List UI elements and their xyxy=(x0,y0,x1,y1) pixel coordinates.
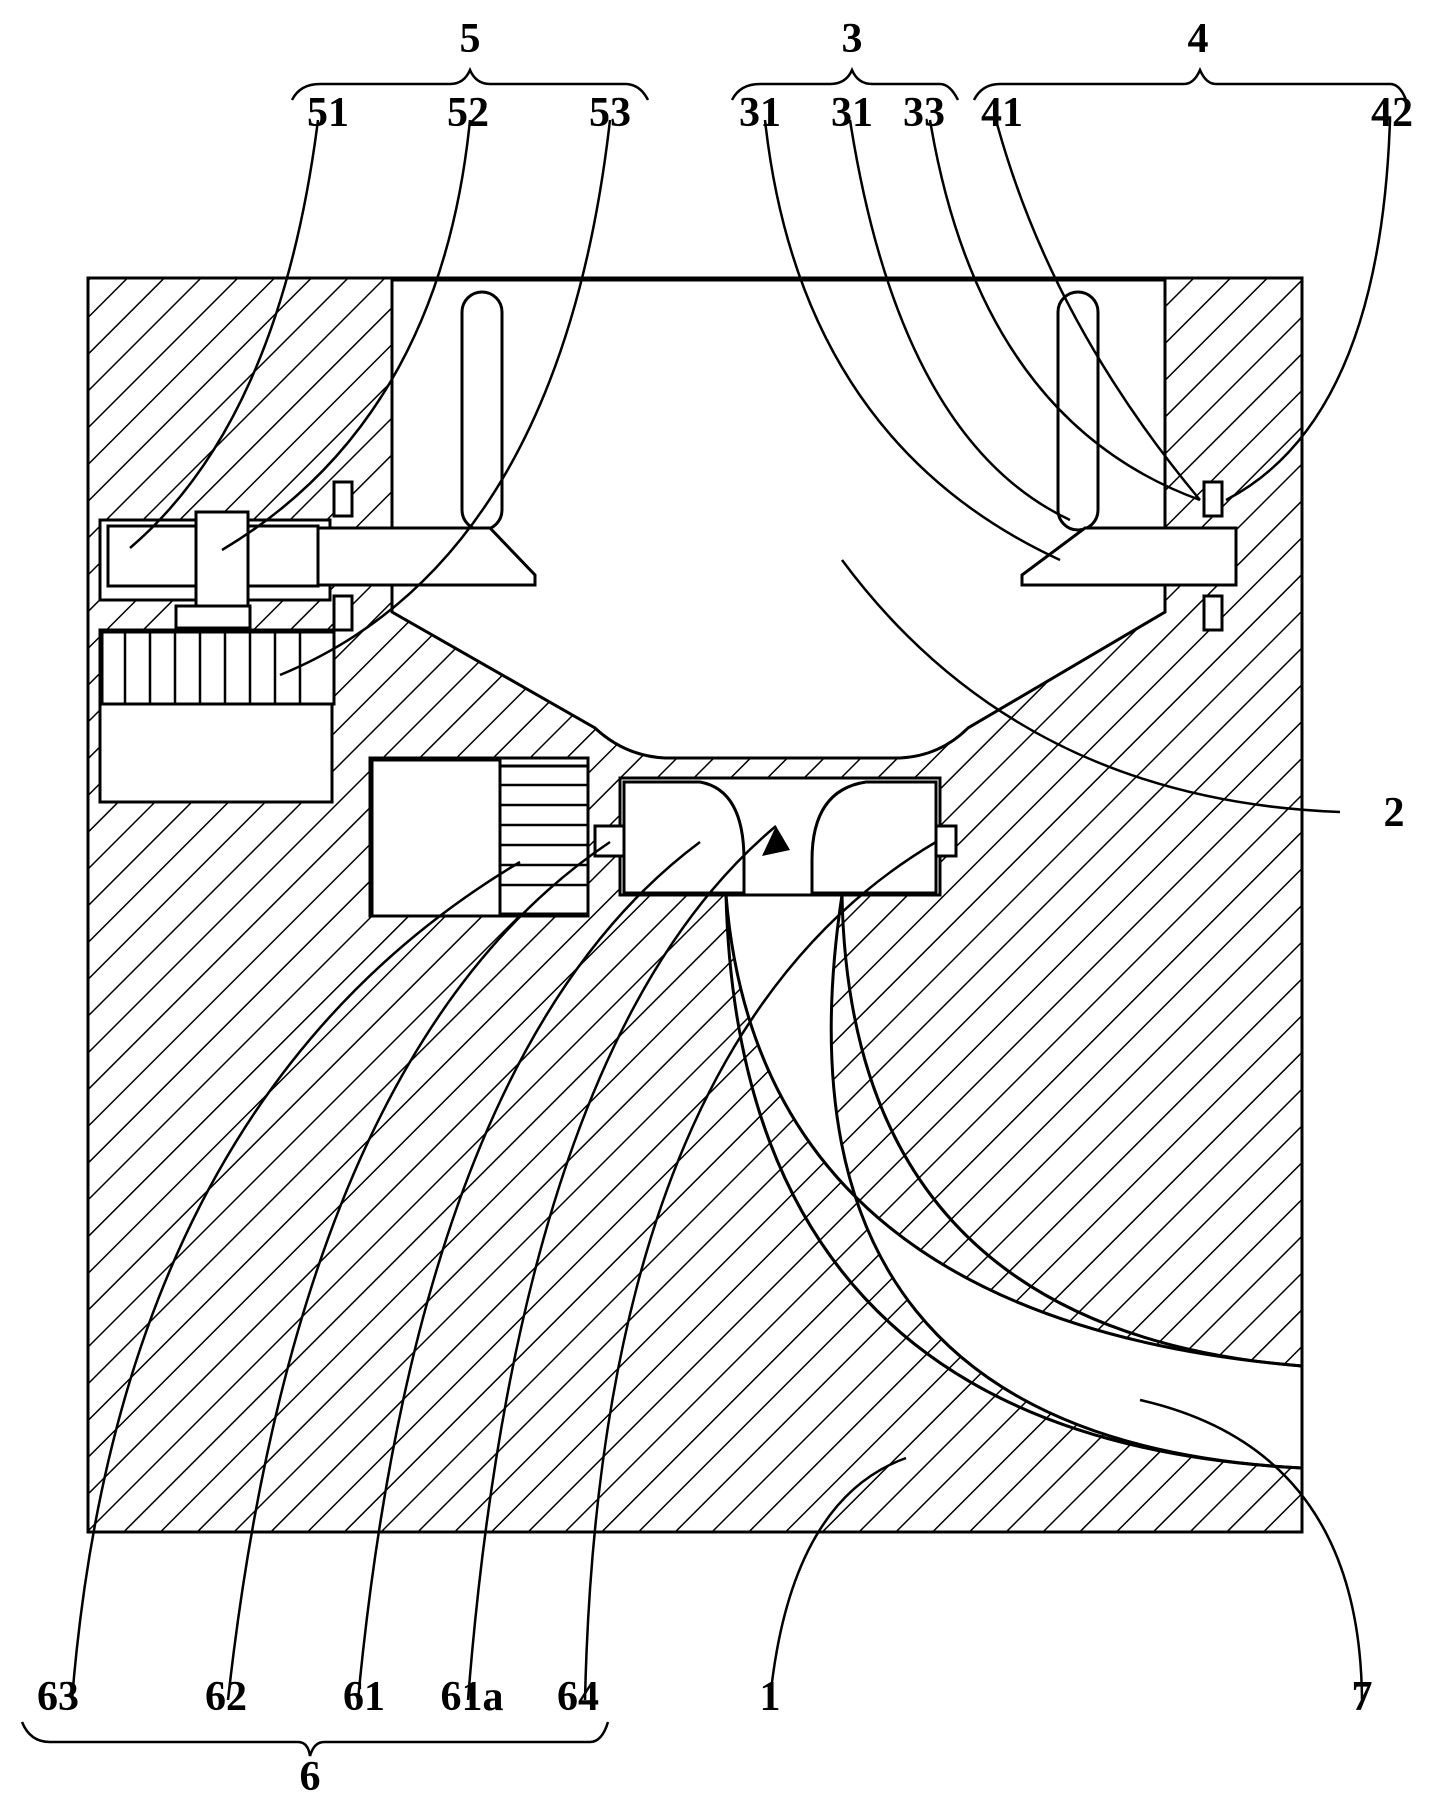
label-53: 53 xyxy=(589,90,631,136)
label-63: 63 xyxy=(37,1674,79,1720)
left-scraper-assembly xyxy=(100,480,537,706)
label-31-b: 31 xyxy=(831,90,873,136)
label-group-5: 5 xyxy=(460,16,481,62)
top-braces xyxy=(20,66,1408,1757)
label-group-3: 3 xyxy=(842,16,863,62)
label-61a: 61a xyxy=(441,1674,504,1720)
hopper-cavity xyxy=(390,278,1167,760)
label-42: 42 xyxy=(1371,90,1413,136)
label-51: 51 xyxy=(307,90,349,136)
label-61: 61 xyxy=(343,1674,385,1720)
guide-slots xyxy=(460,290,1100,532)
right-scraper-assembly xyxy=(1020,480,1238,632)
label-group-4: 4 xyxy=(1188,16,1209,62)
label-62: 62 xyxy=(205,1674,247,1720)
leader-lines xyxy=(70,119,1392,1701)
label-52: 52 xyxy=(447,90,489,136)
housing-body xyxy=(86,276,1304,1534)
arrow-head xyxy=(762,826,790,856)
label-7: 7 xyxy=(1352,1674,1373,1720)
label-64: 64 xyxy=(557,1674,599,1720)
lower-motor-assembly xyxy=(370,758,958,918)
label-2: 2 xyxy=(1384,790,1405,836)
label-1: 1 xyxy=(760,1674,781,1720)
label-31-a: 31 xyxy=(739,90,781,136)
label-33: 33 xyxy=(903,90,945,136)
label-group-6: 6 xyxy=(300,1754,321,1799)
label-41: 41 xyxy=(981,90,1023,136)
